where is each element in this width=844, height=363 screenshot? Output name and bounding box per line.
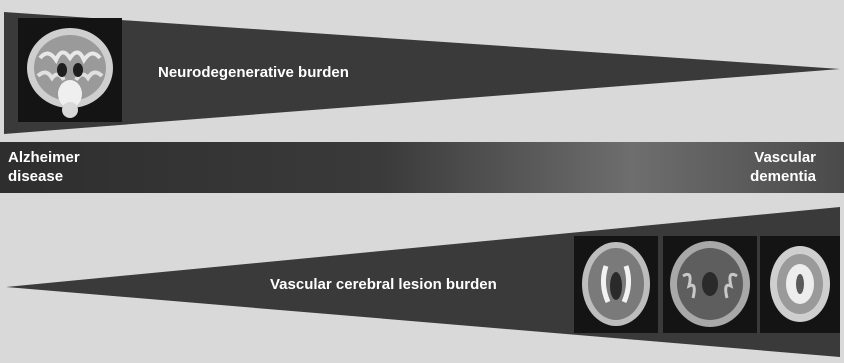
spectrum-band — [0, 142, 844, 193]
alzheimer-label-line2: disease — [8, 167, 80, 186]
vascular-label-line2: dementia — [750, 167, 816, 186]
coronal-mri-brain-icon — [18, 18, 122, 122]
alzheimer-disease-label: Alzheimer disease — [8, 148, 80, 186]
vascular-lesion-burden-label: Vascular cerebral lesion burden — [270, 275, 497, 294]
axial-mri-brain-icon — [760, 236, 840, 333]
axial-mri-brain-icon — [663, 236, 757, 333]
axial-mri-brain-icon — [574, 236, 658, 333]
vascular-label-line1: Vascular — [750, 148, 816, 167]
neurodegenerative-burden-label: Neurodegenerative burden — [158, 63, 349, 82]
alzheimer-label-line1: Alzheimer — [8, 148, 80, 167]
vascular-dementia-label: Vascular dementia — [750, 148, 816, 186]
neurodegenerative-wedge — [4, 12, 840, 134]
